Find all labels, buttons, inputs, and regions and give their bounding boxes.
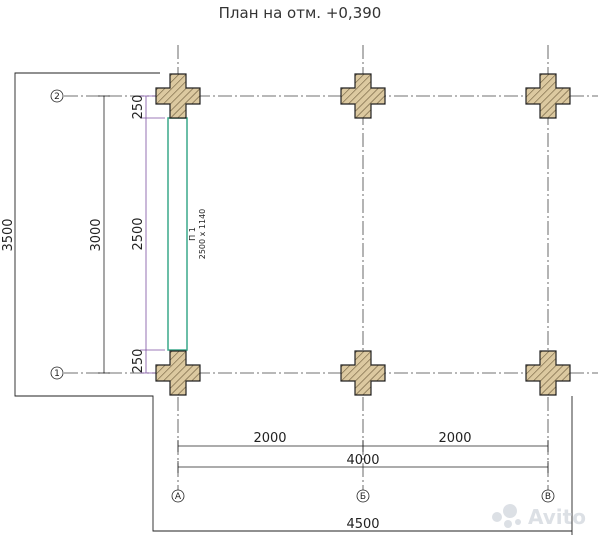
svg-text:250: 250 [131, 95, 146, 120]
post-v2 [525, 73, 571, 119]
svg-text:2500: 2500 [131, 217, 146, 250]
dim-horizontal-2000: 2000 2000 [177, 431, 549, 452]
post-a2 [155, 73, 201, 119]
avito-watermark: Avito [492, 504, 586, 529]
svg-text:3500: 3500 [1, 218, 16, 251]
post-v1 [525, 350, 571, 396]
svg-text:3000: 3000 [89, 218, 104, 251]
svg-text:2000: 2000 [438, 431, 471, 446]
watermark-text: Avito [528, 505, 586, 529]
axis-bubble-col-a: А [171, 489, 185, 503]
plan-title: План на отм. +0,390 [219, 4, 382, 22]
axis-bubble-col-v: В [541, 489, 555, 503]
post-b2 [340, 73, 386, 119]
outer-contour-left [14, 72, 572, 532]
svg-text:1: 1 [54, 369, 60, 379]
dim-vertical-3000: 3000 [89, 95, 110, 374]
svg-text:4500: 4500 [346, 517, 379, 532]
axis-bubble-row-2: 2 [50, 89, 64, 103]
beam-element: П 1 2500 х 1140 [167, 117, 207, 351]
svg-text:Б: Б [360, 492, 366, 502]
post-b1 [340, 350, 386, 396]
beam-size: 2500 х 1140 [198, 209, 207, 260]
svg-text:4000: 4000 [346, 453, 379, 468]
dim-chain-purple: 250 2500 250 [131, 95, 165, 374]
svg-text:250: 250 [131, 349, 146, 374]
dim-horizontal-4000: 4000 [177, 453, 549, 473]
svg-text:2: 2 [54, 92, 60, 102]
dim-vertical-3500: 3500 [1, 218, 16, 251]
post-a1 [155, 350, 201, 396]
svg-text:В: В [545, 492, 551, 502]
svg-text:А: А [175, 492, 182, 502]
axis-bubble-col-b: Б [356, 489, 370, 503]
svg-text:2000: 2000 [253, 431, 286, 446]
beam-mark: П 1 [188, 227, 197, 241]
dim-horizontal-4500: 4500 [346, 517, 379, 532]
axis-bubble-row-1: 1 [50, 366, 64, 380]
